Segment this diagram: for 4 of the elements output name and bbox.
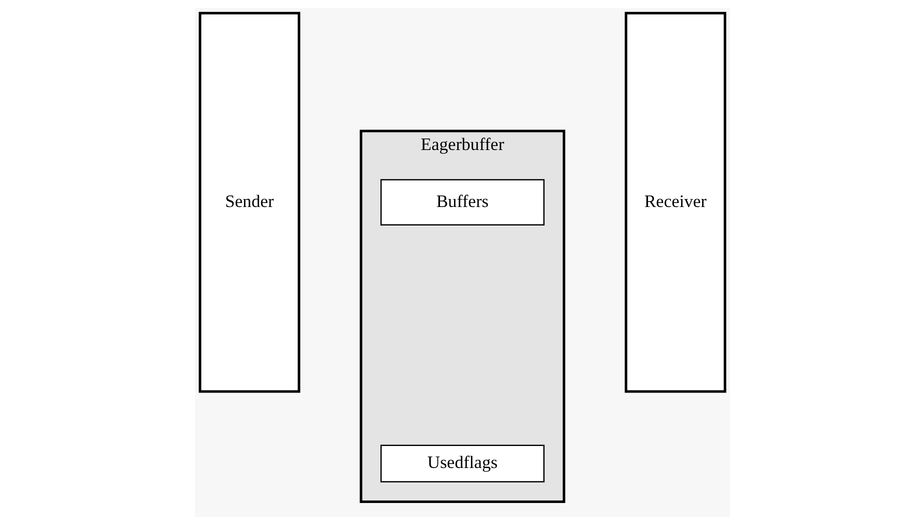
node-box: Usedflags [380,444,544,482]
node-box: Receiver [624,12,726,393]
node-box: Sender [198,12,300,393]
node-box: Buffers [380,179,544,226]
